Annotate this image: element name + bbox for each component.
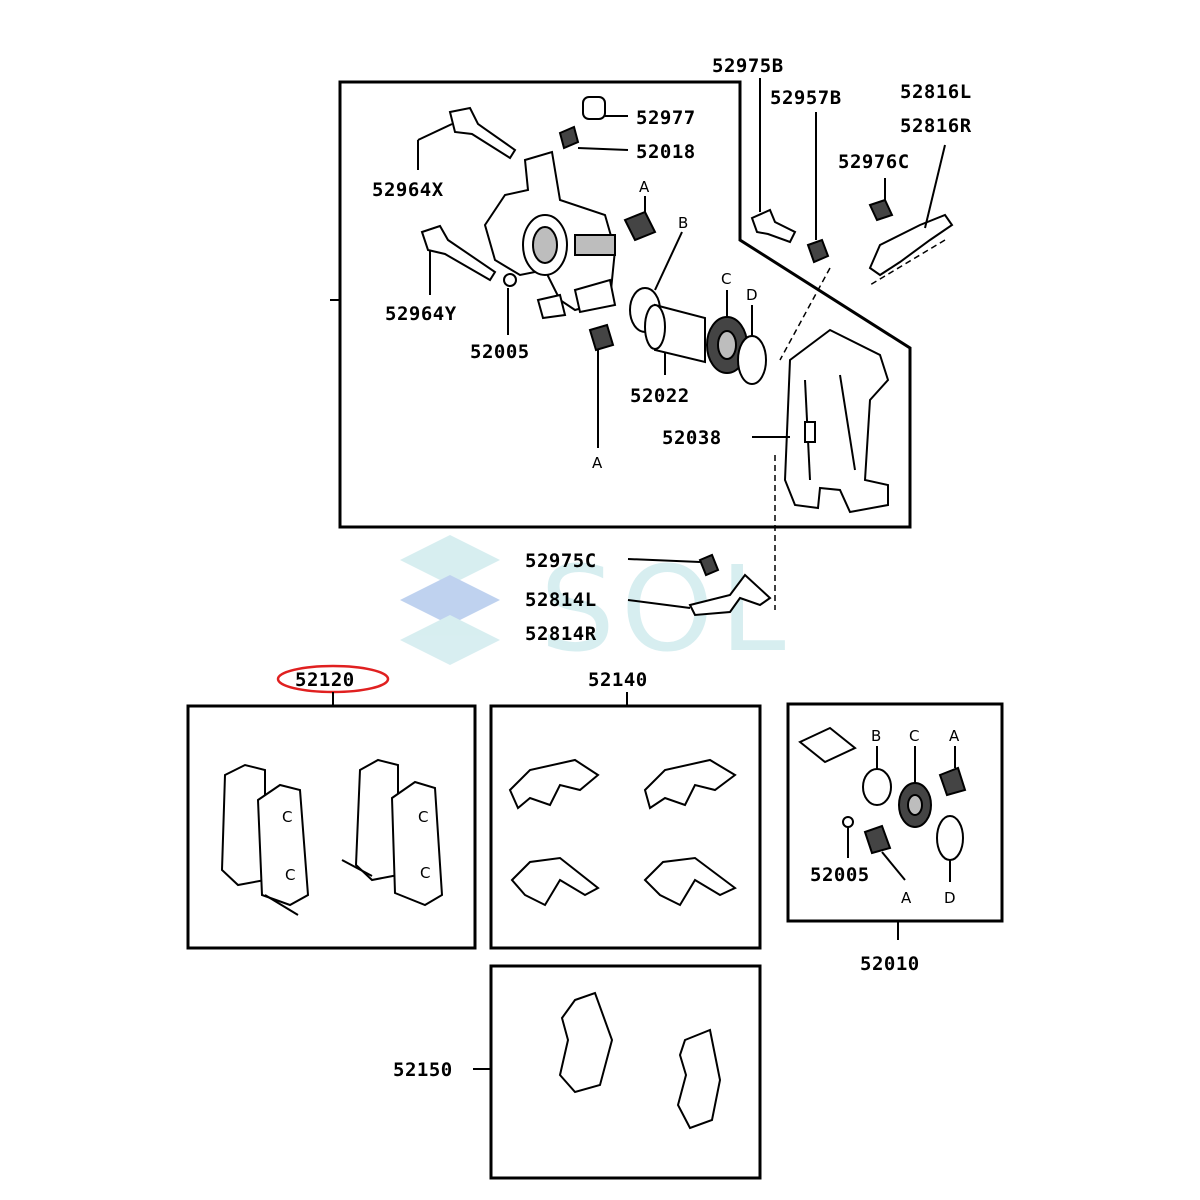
part-label-52976C: 52976C [838,151,910,173]
part-label-52814L: 52814L [525,589,597,611]
part-label-52975B: 52975B [712,55,784,77]
small-seal-52005 [503,273,517,335]
caliper-bracket [752,328,890,514]
part-label-52140: 52140 [588,669,648,691]
pad-clip-set [508,758,737,907]
pad-clip-bolt [868,178,894,222]
watermark-text: SOL [540,540,792,678]
bolt-washer [806,112,830,264]
bracket-bolt [750,78,797,244]
guide-pin-upper [417,106,517,170]
caliper-body [483,150,617,320]
part-label-52022: 52022 [630,385,690,407]
kit-ref-label-c: C [909,727,919,745]
pad-set-box [186,704,477,950]
watermark: SOL [400,535,792,678]
shim-kit-box [489,964,762,1180]
seal-kit-box [786,702,1004,923]
kit-ref-label-a-lower: A [901,889,912,907]
kit-ref-label-b: B [871,727,881,745]
part-label-52010: 52010 [860,953,920,975]
ref-label-b: B [678,214,688,232]
ref-label-d: D [746,286,758,304]
svg-text:C: C [420,864,430,882]
guide-pin-lower [420,224,497,295]
seal-kit-parts [798,726,967,882]
ref-label-a-lower: A [592,454,603,472]
pad-shim-set [558,991,722,1130]
part-label-52957B: 52957B [770,87,842,109]
part-label-52005: 52005 [470,341,530,363]
svg-text:C: C [282,808,292,826]
bleeder-screw [558,125,629,151]
svg-text:C: C [285,866,295,884]
part-label-52964Y: 52964Y [385,303,457,325]
part-label-52814R: 52814R [525,623,597,645]
bleeder-cap [582,96,628,120]
caliper-assembly-frame [330,80,912,529]
boot-ref-a-upper [623,196,657,242]
part-label-52977: 52977 [636,107,696,129]
part-label-52120: 52120 [295,669,355,691]
assembly-guide-lines [774,239,946,610]
ref-label-c: C [721,270,731,288]
kit-ref-label-d: D [944,889,956,907]
watermark-logo-icon [400,535,500,665]
part-label-52150: 52150 [393,1059,453,1081]
part-label-52005-kit: 52005 [810,864,870,886]
part-label-52816L: 52816L [900,81,972,103]
part-label-52816R: 52816R [900,115,972,137]
pad-spring-upper [868,144,954,277]
part-label-52018: 52018 [636,141,696,163]
part-label-52975C: 52975C [525,550,597,572]
part-label-52038: 52038 [662,427,722,449]
ref-label-a-upper: A [639,178,650,196]
clip-kit-box [489,704,762,950]
kit-ref-label-a-upper: A [949,727,960,745]
brake-pad-pair-right: C C [341,758,444,907]
part-label-52964X: 52964X [372,179,444,201]
brake-pad-pair-left: C C [220,763,310,916]
retaining-ring-d [737,305,767,385]
piston-52022 [644,303,706,375]
anti-rattle-clip-bolt [627,553,720,577]
pad-spring-lower [627,573,772,617]
boot-ref-a-lower [588,323,615,448]
svg-text:C: C [418,808,428,826]
